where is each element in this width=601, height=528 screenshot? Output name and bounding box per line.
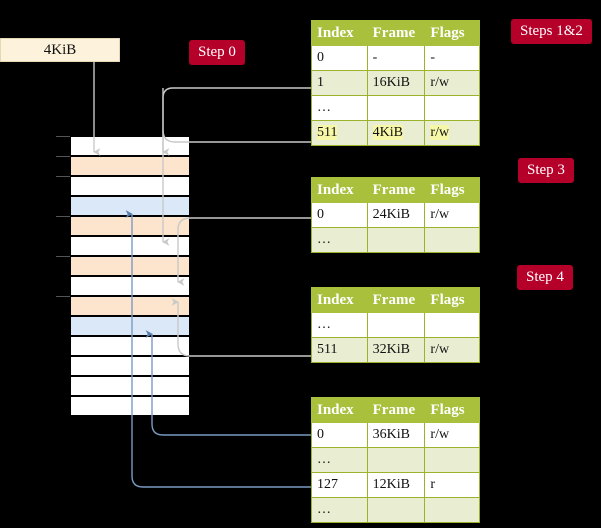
table-row: …	[311, 447, 480, 473]
table-row: …	[311, 95, 480, 121]
column-header-index: Index	[311, 20, 368, 46]
memory-tick-8	[56, 296, 70, 297]
cell-frame-1	[366, 227, 426, 253]
cell-frame-3	[366, 497, 426, 523]
column-header-index: Index	[311, 287, 368, 313]
cell-index-3: …	[311, 497, 368, 523]
cell-frame-2: 12KiB	[366, 472, 426, 498]
column-header-frame: Frame	[366, 397, 426, 423]
cell-index-1: 511	[311, 337, 368, 363]
memory-tick-2	[56, 176, 70, 177]
cell-index-0: …	[311, 312, 368, 338]
cell-frame-0: 36KiB	[366, 422, 426, 448]
cell-index-1: …	[311, 447, 368, 473]
memory-frame-4	[70, 216, 190, 236]
cell-frame-1: 16KiB	[366, 70, 426, 96]
cell-index-0: 0	[311, 202, 368, 228]
column-header-index: Index	[311, 177, 368, 203]
memory-tick-4	[56, 216, 70, 217]
cell-index-1: …	[311, 227, 368, 253]
cell-frame-2	[366, 95, 426, 121]
table-row: 0--	[311, 45, 480, 71]
cell-frame-3: 4KiB	[366, 120, 426, 146]
cell-flags-0: r/w	[424, 202, 480, 228]
table-row: …	[311, 497, 480, 523]
highlighted-value: 511	[317, 125, 338, 140]
badge-step-4: Step 4	[517, 265, 573, 290]
cell-flags-1: r/w	[424, 70, 480, 96]
virtual-address-label: 4KiB	[43, 41, 77, 58]
table-row: …	[311, 227, 480, 253]
badge-step-0: Step 0	[189, 40, 245, 65]
memory-frame-8	[70, 296, 190, 316]
cell-index-2: 127	[311, 472, 368, 498]
virtual-address-box: 4KiB	[0, 38, 120, 62]
memory-frame-5	[70, 236, 190, 256]
cell-index-3: 511	[311, 120, 368, 146]
memory-frame-3	[70, 196, 190, 216]
cell-flags-0: r/w	[424, 422, 480, 448]
table-row: 511 4KiB r/w	[311, 120, 480, 146]
memory-frame-7	[70, 276, 190, 296]
cell-flags-2: r	[424, 472, 480, 498]
memory-frame-1	[70, 156, 190, 176]
cell-frame-0: 24KiB	[366, 202, 426, 228]
cell-flags-3	[424, 497, 480, 523]
column-header-flags: Flags	[424, 20, 480, 46]
cell-flags-1: r/w	[424, 337, 480, 363]
badge-step-3: Step 3	[518, 158, 574, 183]
cell-index-0: 0	[311, 422, 368, 448]
memory-tick-1	[56, 156, 70, 157]
memory-frame-10	[70, 336, 190, 356]
memory-frame-6	[70, 256, 190, 276]
cell-flags-1	[424, 447, 480, 473]
memory-frame-2	[70, 176, 190, 196]
cell-flags-0: -	[424, 45, 480, 71]
column-header-frame: Frame	[366, 20, 426, 46]
physical-memory-column	[70, 136, 190, 416]
highlighted-value: 4KiB	[372, 125, 403, 140]
cell-index-1: 1	[311, 70, 368, 96]
memory-frame-13	[70, 396, 190, 416]
memory-tick-6	[56, 256, 70, 257]
table-row: …	[311, 312, 480, 338]
column-header-frame: Frame	[366, 287, 426, 313]
cell-flags-1	[424, 227, 480, 253]
column-header-index: Index	[311, 397, 368, 423]
cell-index-0: 0	[311, 45, 368, 71]
cell-frame-1: 32KiB	[366, 337, 426, 363]
cell-frame-1	[366, 447, 426, 473]
column-header-flags: Flags	[424, 397, 480, 423]
cell-frame-0	[366, 312, 426, 338]
cell-index-2: …	[311, 95, 368, 121]
column-header-frame: Frame	[366, 177, 426, 203]
cell-flags-0	[424, 312, 480, 338]
memory-frame-9	[70, 316, 190, 336]
memory-frame-12	[70, 376, 190, 396]
cell-flags-2	[424, 95, 480, 121]
memory-tick-0	[56, 136, 70, 137]
badge-steps-1-2: Steps 1&2	[511, 19, 592, 44]
memory-frame-11	[70, 356, 190, 376]
cell-frame-0: -	[366, 45, 426, 71]
highlighted-value: r/w	[430, 125, 450, 140]
cell-flags-3: r/w	[424, 120, 480, 146]
column-header-flags: Flags	[424, 177, 480, 203]
memory-frame-0	[70, 136, 190, 156]
column-header-flags: Flags	[424, 287, 480, 313]
